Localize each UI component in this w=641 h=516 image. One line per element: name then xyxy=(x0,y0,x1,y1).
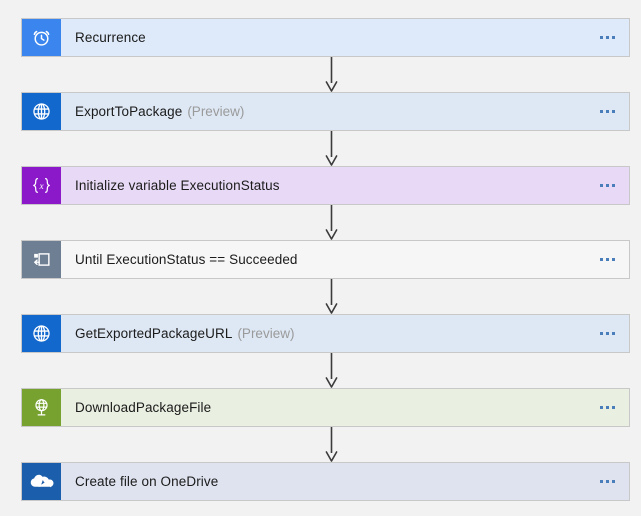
flow-step-title: ExportToPackage xyxy=(75,104,183,119)
svg-text:x: x xyxy=(38,182,44,192)
flow-step-overflow-menu-button[interactable] xyxy=(600,480,629,483)
flow-step-overflow-menu-button[interactable] xyxy=(600,332,629,335)
flow-step-export-to-package[interactable]: ExportToPackage (Preview) xyxy=(21,92,630,131)
connector-1 xyxy=(325,57,338,92)
globe-stand-icon xyxy=(22,389,61,426)
flow-step-title: DownloadPackageFile xyxy=(75,400,212,415)
flow-step-title: Until ExecutionStatus == Succeeded xyxy=(75,252,298,267)
flow-step-initialize-variable-executionstatus[interactable]: x Initialize variable ExecutionStatus xyxy=(21,166,630,205)
flow-step-preview-tag: (Preview) xyxy=(237,326,295,341)
flow-step-until-executionstatus-succeeded[interactable]: Until ExecutionStatus == Succeeded xyxy=(21,240,630,279)
flow-step-title: Initialize variable ExecutionStatus xyxy=(75,178,280,193)
flow-step-body: Until ExecutionStatus == Succeeded xyxy=(61,241,629,278)
flow-step-overflow-menu-button[interactable] xyxy=(600,406,629,409)
flow-step-title: Create file on OneDrive xyxy=(75,474,219,489)
flow-step-download-package-file[interactable]: DownloadPackageFile xyxy=(21,388,630,427)
flow-step-get-exported-package-url[interactable]: GetExportedPackageURL (Preview) xyxy=(21,314,630,353)
variable-braces-icon: x xyxy=(22,167,61,204)
connector-6 xyxy=(325,427,338,462)
flow-step-body: GetExportedPackageURL (Preview) xyxy=(61,315,629,352)
onedrive-cloud-icon xyxy=(22,463,61,500)
flow-step-title: Recurrence xyxy=(75,30,146,45)
globe-icon xyxy=(22,93,61,130)
flow-step-body: ExportToPackage (Preview) xyxy=(61,93,629,130)
flow-step-overflow-menu-button[interactable] xyxy=(600,184,629,187)
connector-4 xyxy=(325,279,338,314)
flow-step-preview-tag: (Preview) xyxy=(187,104,245,119)
flow-step-overflow-menu-button[interactable] xyxy=(600,258,629,261)
flow-step-body: Recurrence xyxy=(61,19,629,56)
connector-5 xyxy=(325,353,338,388)
connector-3 xyxy=(325,205,338,240)
flow-step-recurrence[interactable]: Recurrence xyxy=(21,18,630,57)
flow-step-create-file-on-onedrive[interactable]: Create file on OneDrive xyxy=(21,462,630,501)
flow-step-body: DownloadPackageFile xyxy=(61,389,629,426)
flow-step-overflow-menu-button[interactable] xyxy=(600,36,629,39)
alarm-clock-icon xyxy=(22,19,61,56)
flow-step-overflow-menu-button[interactable] xyxy=(600,110,629,113)
loop-until-icon xyxy=(22,241,61,278)
flow-step-body: Initialize variable ExecutionStatus xyxy=(61,167,629,204)
globe-icon xyxy=(22,315,61,352)
flow-step-body: Create file on OneDrive xyxy=(61,463,629,500)
flow-step-title: GetExportedPackageURL xyxy=(75,326,233,341)
connector-2 xyxy=(325,131,338,166)
